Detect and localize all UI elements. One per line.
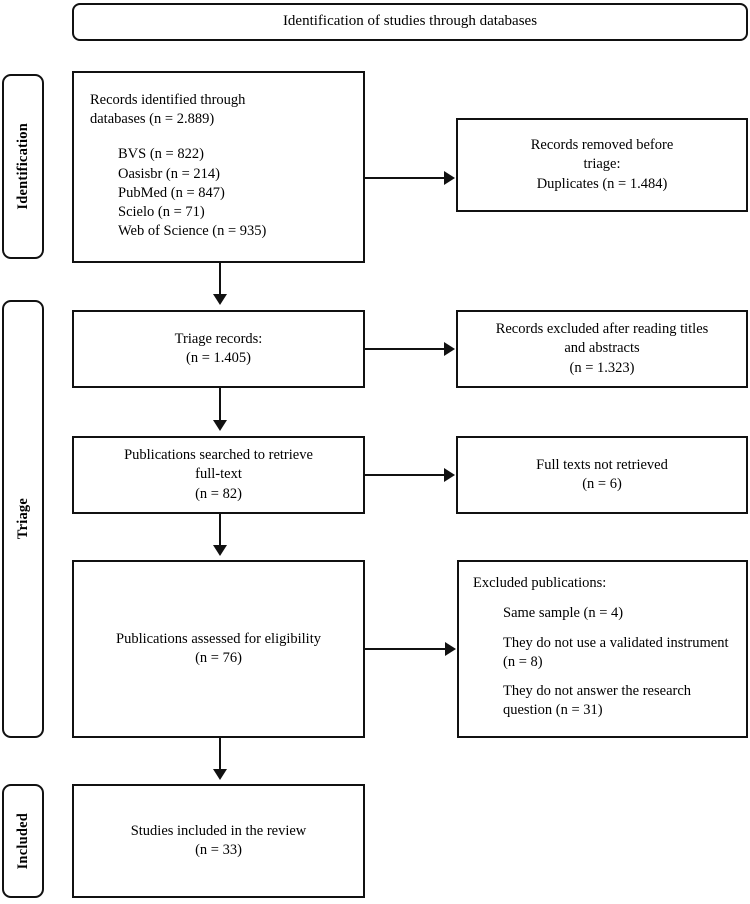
header-title: Identification of studies through databa…: [282, 13, 538, 30]
arrowhead-right-icon: [444, 468, 455, 482]
connector-eligibility-to-included: [219, 738, 221, 773]
arrowhead-right-icon: [444, 342, 455, 356]
node-records-removed-before-triage: Records removed before triage: Duplicate…: [456, 118, 748, 212]
connector-fulltext-to-not-retrieved: [365, 474, 447, 476]
arrowhead-right-icon: [444, 171, 455, 185]
connector-records-to-removed: [365, 177, 447, 179]
node-triage-records: Triage records: (n = 1.405): [72, 310, 365, 388]
stage-label-included-text: Included: [14, 812, 31, 870]
node-records-excluded-titles-abstracts: Records excluded after reading titles an…: [456, 310, 748, 388]
database-item-scielo: Scielo (n = 71): [118, 204, 205, 221]
node-publications-assessed-eligibility: Publications assessed for eligibility (n…: [72, 560, 365, 738]
stage-label-included: Included: [2, 784, 44, 898]
database-item-web-of-science: Web of Science (n = 935): [118, 223, 267, 240]
stage-label-triage: Triage: [2, 300, 44, 738]
arrowhead-down-icon: [213, 545, 227, 556]
database-item-oasisbr: Oasisbr (n = 214): [118, 165, 221, 182]
connector-records-to-triage: [219, 263, 221, 299]
triage-records-text: Triage records: (n = 1.405): [174, 330, 263, 366]
node-excluded-publications: Excluded publications: Same sample (n = …: [457, 560, 748, 738]
arrowhead-down-icon: [213, 769, 227, 780]
stage-label-triage-text: Triage: [14, 498, 31, 540]
studies-included-review-text: Studies included in the review (n = 33): [130, 822, 307, 858]
database-item-pubmed: PubMed (n = 847): [118, 184, 225, 201]
records-excluded-titles-abstracts-text: Records excluded after reading titles an…: [495, 321, 709, 376]
node-publications-searched-full-text: Publications searched to retrieve full-t…: [72, 436, 365, 514]
excluded-publications-heading: Excluded publications:: [473, 575, 607, 591]
publications-assessed-eligibility-text: Publications assessed for eligibility (n…: [116, 630, 321, 666]
full-texts-not-retrieved-text: Full texts not retrieved (n = 6): [536, 456, 668, 492]
connector-fulltext-to-eligibility: [219, 514, 221, 549]
connector-eligibility-to-excluded-publications: [365, 648, 448, 650]
records-identified-lead: Records identified through databases (n …: [90, 92, 246, 128]
node-full-texts-not-retrieved: Full texts not retrieved (n = 6): [456, 436, 748, 514]
records-removed-before-triage-text: Records removed before triage: Duplicate…: [530, 137, 674, 192]
arrowhead-down-icon: [213, 420, 227, 431]
publications-searched-full-text-text: Publications searched to retrieve full-t…: [124, 447, 313, 502]
node-records-identified: Records identified through databases (n …: [72, 71, 365, 263]
stage-label-identification: Identification: [2, 74, 44, 259]
database-item-bvs: BVS (n = 822): [118, 146, 204, 163]
connector-triage-to-excluded-titles: [365, 348, 447, 350]
node-studies-included-review: Studies included in the review (n = 33): [72, 784, 365, 898]
excluded-reason-no-research-question: They do not answer the research question…: [503, 683, 692, 719]
excluded-publications-list: Same sample (n = 4) They do not use a va…: [503, 604, 736, 720]
stage-label-identification-text: Identification: [14, 123, 31, 210]
excluded-reason-same-sample: Same sample (n = 4): [503, 604, 624, 621]
connector-triage-to-fulltext: [219, 388, 221, 425]
excluded-reason-no-validated-instrument: They do not use a validated instrument (…: [503, 634, 729, 670]
arrowhead-down-icon: [213, 294, 227, 305]
arrowhead-right-icon: [445, 642, 456, 656]
diagram-header-banner: Identification of studies through databa…: [72, 3, 748, 41]
records-identified-database-list: BVS (n = 822) Oasisbr (n = 214) PubMed (…: [118, 145, 266, 241]
